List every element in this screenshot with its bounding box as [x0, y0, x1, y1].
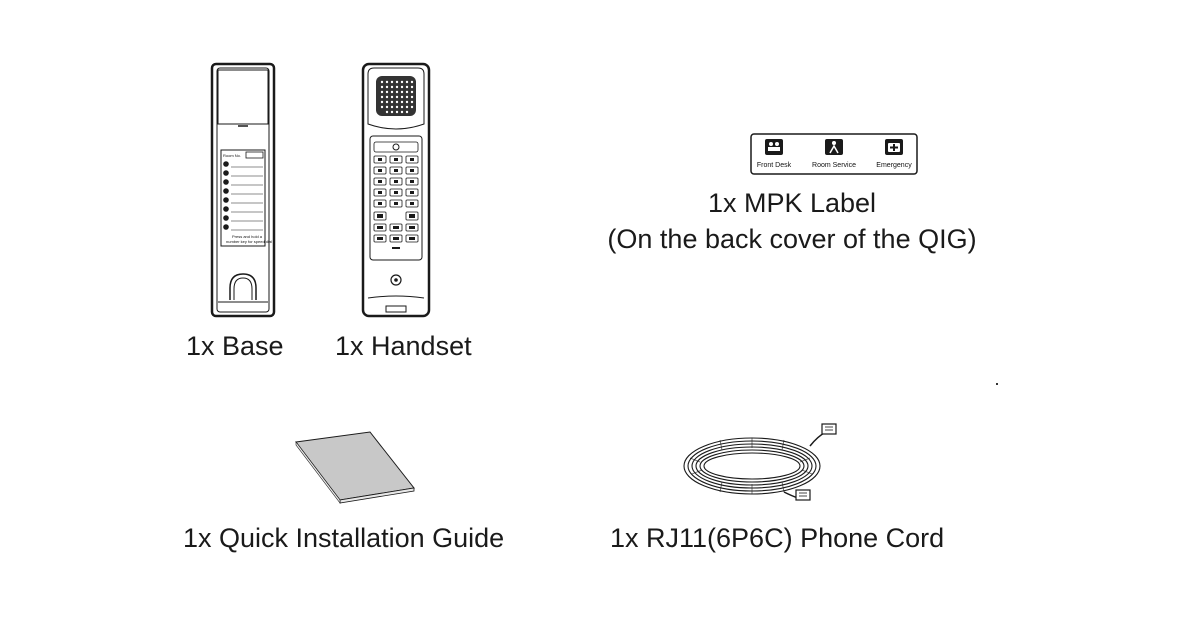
speaker-grille [380, 80, 414, 114]
handset-illustration [361, 62, 431, 318]
guide-caption: 1x Quick Installation Guide [183, 523, 505, 553]
stray-dot [996, 383, 998, 385]
base-caption: 1x Base [186, 331, 284, 361]
mpk-caption-line-1: 1x MPK Label [707, 188, 877, 218]
base-note-line-1: Press and hold a [232, 234, 263, 239]
base-illustration: Room No. Press and hold a number key for… [210, 62, 276, 318]
mpk-label-illustration: Front Desk Room Service Emergency [750, 133, 918, 175]
room-service-icon [825, 139, 843, 155]
base-label-tab: Room No. [223, 153, 241, 158]
emergency-icon [885, 139, 903, 155]
base-note-line-2: number key for speed dial [226, 239, 272, 244]
guide-illustration [295, 431, 415, 504]
cord-illustration [683, 423, 837, 501]
handset-caption: 1x Handset [335, 331, 472, 361]
mpk-caption-line-2: (On the back cover of the QIG) [607, 224, 977, 254]
mpk-button-emergency: Emergency [876, 162, 912, 169]
base-speed-dial-list [223, 161, 263, 231]
mpk-button-room-service: Room Service [812, 162, 856, 169]
mpk-button-front-desk: Front Desk [757, 162, 792, 169]
front-desk-icon [765, 139, 783, 155]
cord-caption: 1x RJ11(6P6C) Phone Cord [610, 523, 945, 553]
